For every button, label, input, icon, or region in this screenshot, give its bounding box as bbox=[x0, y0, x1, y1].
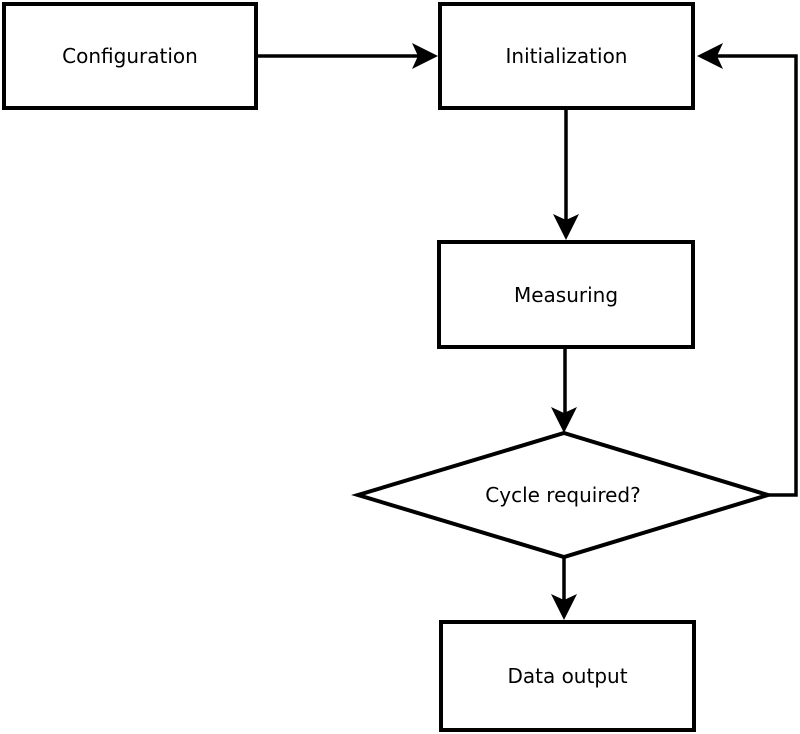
edge-decision-feedback-to-initialization bbox=[712, 54, 798, 497]
node-measuring-label: Measuring bbox=[513, 282, 619, 307]
node-measuring: Measuring bbox=[437, 240, 695, 349]
node-configuration-label: Configuration bbox=[62, 44, 198, 68]
node-data-output-label: Data output bbox=[507, 664, 628, 688]
node-configuration: Configuration bbox=[2, 2, 258, 110]
arrowhead-into-data-output-top bbox=[551, 594, 577, 620]
arrowhead-into-initialization-right bbox=[697, 43, 723, 69]
arrowhead-into-measuring-top bbox=[553, 214, 579, 240]
decision-diamond-shape bbox=[351, 430, 775, 560]
node-initialization-label: Initialization bbox=[505, 44, 628, 68]
arrowhead-into-decision-top bbox=[551, 407, 577, 433]
arrowhead-into-initialization-left bbox=[412, 43, 438, 69]
node-data-output: Data output bbox=[439, 620, 696, 732]
node-initialization: Initialization bbox=[438, 2, 695, 110]
